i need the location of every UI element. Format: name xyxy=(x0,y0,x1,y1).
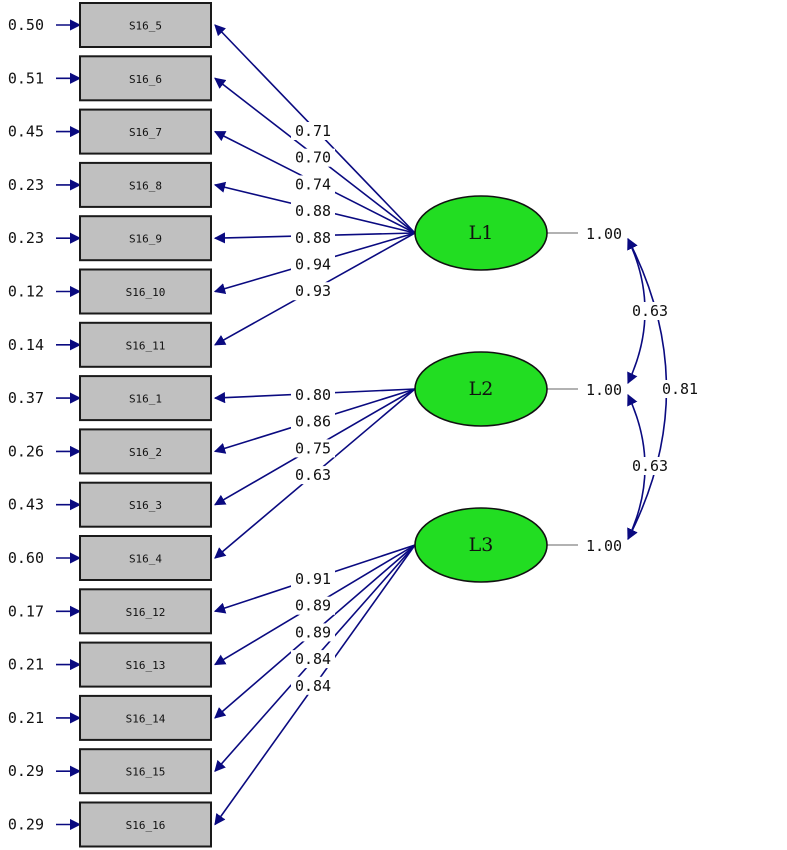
observed-label-s16-1: S16_1 xyxy=(129,393,162,406)
observed-label-s16-9: S16_9 xyxy=(129,233,162,246)
observed-box-s16-8 xyxy=(79,161,212,208)
observed-label-s16-4: S16_4 xyxy=(129,553,162,566)
observed-label-s16-11: S16_11 xyxy=(126,339,166,352)
loading-label-bg-s16-1 xyxy=(291,386,335,404)
correlation-label-bg-l2-l3 xyxy=(630,457,670,475)
correlation-value-l1-l2: 0.63 xyxy=(632,302,668,320)
latent-label-l2: L2 xyxy=(469,378,494,400)
observed-box-s16-11 xyxy=(79,321,212,368)
loading-label-bg-s16-2 xyxy=(291,412,335,431)
error-variance-s16-5: 0.50 xyxy=(8,16,44,34)
latent-variance-l1: 1.00 xyxy=(586,225,622,243)
loading-value-s16-10: 0.94 xyxy=(295,256,331,274)
loading-value-s16-8: 0.88 xyxy=(295,202,331,220)
loading-label-bg-s16-12 xyxy=(291,570,335,588)
loading-value-s16-6: 0.70 xyxy=(295,149,331,167)
observed-box-s16-10 xyxy=(79,268,212,315)
loading-label-bg-s16-5 xyxy=(291,122,335,140)
latent-label-l1: L1 xyxy=(469,222,494,244)
error-variance-s16-14: 0.21 xyxy=(8,709,44,727)
error-variance-s16-11: 0.14 xyxy=(8,336,44,354)
observed-box-s16-3 xyxy=(79,481,212,528)
latent-variance-l3: 1.00 xyxy=(586,537,622,555)
loading-value-s16-4: 0.63 xyxy=(295,466,331,484)
observed-variables-layer: S16_5S16_6S16_7S16_8S16_9S16_10S16_11S16… xyxy=(79,2,212,848)
observed-box-s16-4 xyxy=(79,535,212,581)
loading-label-bg-s16-11 xyxy=(291,282,335,301)
loading-label-bg-s16-16 xyxy=(291,676,335,695)
loading-label-bg-s16-6 xyxy=(291,148,335,167)
error-variance-s16-13: 0.21 xyxy=(8,656,44,674)
loading-label-bg-s16-15 xyxy=(291,650,335,669)
observed-box-s16-6 xyxy=(79,55,212,102)
latent-ellipse-l3 xyxy=(414,507,548,583)
error-variance-s16-3: 0.43 xyxy=(8,496,44,514)
loading-value-s16-14: 0.89 xyxy=(295,623,331,641)
observed-box-s16-9 xyxy=(79,215,212,262)
loading-value-s16-12: 0.91 xyxy=(295,570,331,588)
observed-box-s16-14 xyxy=(79,694,212,741)
loading-label-bg-s16-3 xyxy=(291,439,335,458)
loading-value-s16-15: 0.84 xyxy=(295,650,331,668)
observed-label-s16-2: S16_2 xyxy=(129,446,162,459)
error-variance-s16-6: 0.51 xyxy=(8,69,44,87)
correlation-label-bg-l1-l2 xyxy=(630,302,670,320)
observed-label-s16-15: S16_15 xyxy=(126,766,166,779)
loading-label-bg-s16-4 xyxy=(291,466,335,485)
observed-box-s16-15 xyxy=(79,748,212,795)
latent-label-l3: L3 xyxy=(469,534,494,556)
correlation-label-bg-l1-l3 xyxy=(660,380,700,398)
error-variance-s16-7: 0.45 xyxy=(8,123,44,141)
correlation-value-l1-l3: 0.81 xyxy=(662,380,698,398)
loading-value-s16-7: 0.74 xyxy=(295,175,331,193)
error-variance-s16-1: 0.37 xyxy=(8,389,44,407)
error-variance-s16-12: 0.17 xyxy=(8,602,44,620)
loading-label-bg-s16-9 xyxy=(291,228,335,247)
correlation-value-l2-l3: 0.63 xyxy=(632,457,668,475)
error-variance-s16-2: 0.26 xyxy=(8,442,44,460)
observed-label-s16-8: S16_8 xyxy=(129,179,162,192)
latent-variance-l2: 1.00 xyxy=(586,381,622,399)
loading-value-s16-16: 0.84 xyxy=(295,677,331,695)
loading-value-s16-2: 0.86 xyxy=(295,413,331,431)
coefficients-layer: 0.50 0.71 0.51 0.70 0.45 0.74 0.23 0.88 0.23 0.88… xyxy=(8,16,700,834)
observed-box-s16-13 xyxy=(79,641,212,688)
loading-value-s16-5: 0.71 xyxy=(295,122,331,140)
error-variance-s16-4: 0.60 xyxy=(8,549,44,567)
error-variance-s16-16: 0.29 xyxy=(8,816,44,834)
error-variance-s16-15: 0.29 xyxy=(8,762,44,780)
error-variance-s16-8: 0.23 xyxy=(8,176,44,194)
observed-box-s16-5 xyxy=(79,2,212,48)
observed-label-s16-5: S16_5 xyxy=(129,20,162,33)
observed-label-s16-3: S16_3 xyxy=(129,499,162,512)
observed-label-s16-10: S16_10 xyxy=(126,286,166,299)
loading-value-s16-9: 0.88 xyxy=(295,229,331,247)
observed-label-s16-12: S16_12 xyxy=(126,606,166,619)
loading-label-bg-s16-14 xyxy=(291,623,335,642)
error-variance-s16-10: 0.12 xyxy=(8,283,44,301)
observed-label-s16-7: S16_7 xyxy=(129,126,162,139)
loading-label-bg-s16-13 xyxy=(291,596,335,615)
loading-value-s16-3: 0.75 xyxy=(295,439,331,457)
observed-label-s16-6: S16_6 xyxy=(129,73,162,86)
loading-value-s16-1: 0.80 xyxy=(295,386,331,404)
observed-box-s16-12 xyxy=(79,588,212,635)
loading-value-s16-11: 0.93 xyxy=(295,282,331,300)
loading-label-bg-s16-7 xyxy=(291,175,335,194)
observed-label-s16-16: S16_16 xyxy=(126,819,166,832)
observed-box-s16-7 xyxy=(79,108,212,155)
latent-ellipse-l1 xyxy=(414,195,548,271)
latent-ellipse-l2 xyxy=(414,351,548,427)
observed-box-s16-1 xyxy=(79,375,212,422)
loading-label-bg-s16-8 xyxy=(291,202,335,221)
observed-box-s16-2 xyxy=(79,428,212,475)
observed-box-s16-16 xyxy=(79,801,212,848)
loading-value-s16-13: 0.89 xyxy=(295,597,331,615)
loading-label-bg-s16-10 xyxy=(291,255,335,274)
observed-label-s16-13: S16_13 xyxy=(126,659,166,672)
observed-label-s16-14: S16_14 xyxy=(126,712,166,725)
error-variance-s16-9: 0.23 xyxy=(8,229,44,247)
